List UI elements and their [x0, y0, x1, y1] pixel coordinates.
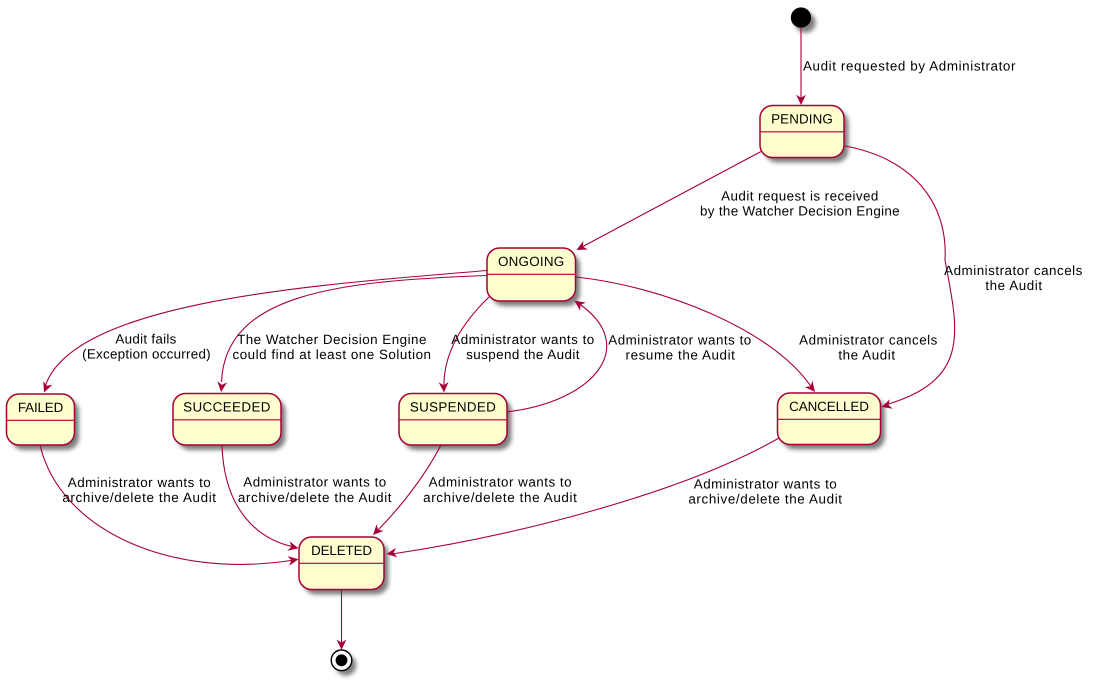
svg-text:(Exception occurred): (Exception occurred)	[82, 347, 211, 362]
svg-text:CANCELLED: CANCELLED	[789, 399, 869, 414]
svg-text:the Audit: the Audit	[838, 348, 895, 363]
svg-text:Audit request is received: Audit request is received	[721, 189, 879, 204]
svg-text:suspend the Audit: suspend the Audit	[466, 347, 580, 362]
svg-text:could find at least one Soluti: could find at least one Solution	[232, 347, 431, 362]
svg-text:the Audit: the Audit	[985, 278, 1042, 293]
svg-text:FAILED: FAILED	[18, 400, 64, 415]
svg-text:archive/delete the Audit: archive/delete the Audit	[423, 490, 577, 505]
svg-text:SUCCEEDED: SUCCEEDED	[183, 399, 271, 414]
svg-text:Audit requested by Administrat: Audit requested by Administrator	[803, 59, 1016, 74]
svg-text:Administrator wants to: Administrator wants to	[429, 475, 572, 490]
svg-text:Administrator wants to: Administrator wants to	[451, 332, 594, 347]
svg-text:SUSPENDED: SUSPENDED	[410, 399, 496, 414]
svg-text:Administrator wants to: Administrator wants to	[243, 475, 386, 490]
svg-text:archive/delete the Audit: archive/delete the Audit	[238, 490, 392, 505]
svg-text:PENDING: PENDING	[771, 111, 833, 126]
svg-text:Administrator wants to: Administrator wants to	[694, 477, 837, 492]
svg-text:archive/delete the Audit: archive/delete the Audit	[62, 490, 216, 505]
svg-text:Administrator wants to: Administrator wants to	[68, 475, 211, 490]
svg-text:by the Watcher Decision Engine: by the Watcher Decision Engine	[700, 204, 900, 219]
svg-text:resume the Audit: resume the Audit	[626, 348, 736, 363]
svg-text:The Watcher Decision Engine: The Watcher Decision Engine	[237, 332, 427, 347]
svg-text:Administrator wants to: Administrator wants to	[608, 333, 751, 348]
svg-text:Administrator cancels: Administrator cancels	[799, 333, 938, 348]
svg-text:archive/delete the Audit: archive/delete the Audit	[688, 491, 842, 506]
svg-text:Administrator cancels: Administrator cancels	[944, 263, 1083, 278]
svg-text:Audit fails: Audit fails	[115, 332, 176, 347]
svg-text:ONGOING: ONGOING	[498, 254, 564, 269]
svg-text:DELETED: DELETED	[311, 543, 372, 558]
